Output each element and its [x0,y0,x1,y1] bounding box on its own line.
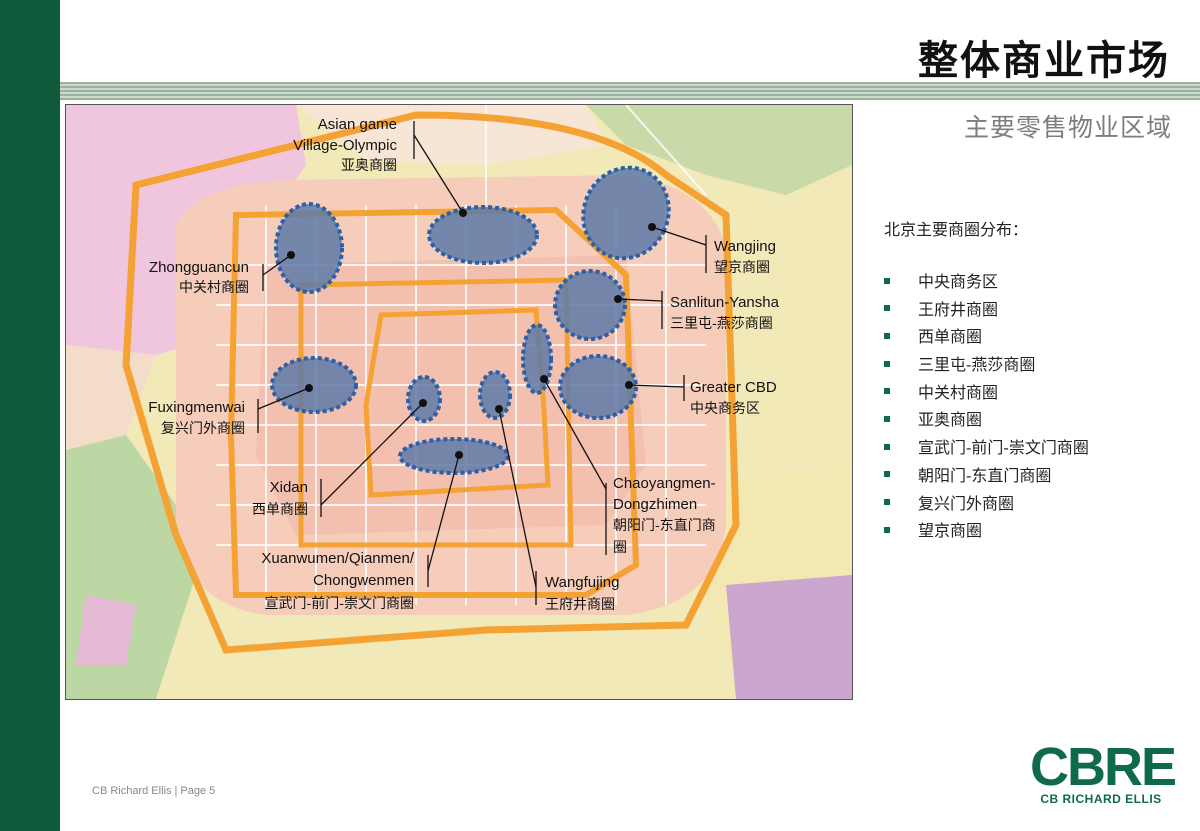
label-sanlitun: Sanlitun-Yansha [670,294,780,311]
square-bullet-icon [884,360,890,367]
region-pink-southwest [76,595,136,665]
label-greater-cbd-cn: 中央商务区 [690,401,760,417]
logo-subtext: CB RICHARD ELLIS [1040,792,1162,806]
list-item: 复兴门外商圈 [884,490,1089,518]
label-asian-game-line2: Village-Olympic [293,137,397,154]
list-item: 西单商圈 [884,323,1089,351]
label-chaoyangmen-cn-line1: 朝阳门-东直门商 [613,517,716,534]
label-sanlitun-cn: 三里屯-燕莎商圈 [670,316,773,332]
anchor-dots [287,209,656,459]
label-greater-cbd: Greater CBD [690,379,777,396]
page-title: 整体商业市场 [918,38,1170,84]
left-sidebar-bar [0,0,60,831]
label-xuanwumen-cn: 宣武门-前门-崇文门商圈 [265,595,414,612]
inner-ring-road [363,307,551,498]
district-zhongguancun [274,202,344,294]
cbre-logo: CBRE CB RICHARD ELLIS [1030,737,1177,806]
square-bullet-icon [884,499,890,505]
list-item: 宣武门-前门-崇文门商圈 [884,434,1089,462]
label-asian-game-cn: 亚奥商圈 [341,157,397,174]
district-wangfujing [478,370,512,420]
third-ring-road [227,206,640,598]
square-bullet-icon [884,415,890,422]
square-bullet-icon [884,388,890,395]
label-chaoyangmen-line1: Chaoyangmen- [613,475,716,492]
district-xidan [406,375,442,423]
title-divider [60,82,1200,100]
second-ring-road [298,277,574,548]
fourth-ring-road [122,111,740,654]
square-bullet-icon [884,526,890,533]
label-asian-game-line1: Asian game [318,116,397,133]
region-green-northeast [586,105,852,195]
label-wangfujing: Wangfujing [545,574,620,591]
label-xidan: Xidan [270,479,308,496]
square-bullet-icon [884,305,890,312]
map-canvas: Asian game Village-Olympic 亚奥商圈 Zhonggua… [66,105,852,699]
district-list: 中央商务区 王府井商圈 西单商圈 三里屯-燕莎商圈 中关村商圈 亚奥商圈 宣武门… [884,268,1089,545]
square-bullet-icon [884,277,890,284]
label-fuxingmenwai-cn: 复兴门外商圈 [161,420,245,437]
district-fuxingmenwai [270,356,358,414]
list-item: 朝阳门-东直门商圈 [884,462,1089,490]
list-item: 中央商务区 [884,268,1089,296]
label-xidan-cn: 西单商圈 [252,502,308,518]
label-fuxingmenwai: Fuxingmenwai [148,399,245,416]
ring-roads [122,111,740,654]
label-wangfujing-cn: 王府井商圈 [545,597,615,613]
page-subtitle: 主要零售物业区域 [963,113,1172,142]
square-bullet-icon [884,471,890,478]
retail-districts [270,165,671,475]
region-purple-southeast [726,575,852,699]
label-chaoyangmen-cn-line2: 圈 [613,540,627,556]
beijing-retail-map: Asian game Village-Olympic 亚奥商圈 Zhonggua… [65,104,853,700]
label-chaoyangmen-line2: Dongzhimen [613,496,697,513]
district-list-heading: 北京主要商圈分布： [884,220,1029,239]
square-bullet-icon [884,332,890,339]
label-wangjing: Wangjing [714,238,776,255]
district-xuanwumen [398,437,510,475]
square-bullet-icon [884,443,890,450]
region-peach-west [66,345,156,450]
list-item: 望京商圈 [884,517,1089,545]
list-item: 中关村商圈 [884,379,1089,407]
list-item: 三里屯-燕莎商圈 [884,351,1089,379]
logo-wordmark: CBRE [1030,737,1177,797]
list-item: 亚奥商圈 [884,406,1089,434]
label-zhongguancun: Zhongguancun [149,259,249,276]
label-wangjing-cn: 望京商圈 [714,260,770,276]
list-item: 王府井商圈 [884,296,1089,324]
district-greater-cbd [558,354,638,420]
label-xuanwumen-line1: Xuanwumen/Qianmen/ [261,550,414,567]
label-xuanwumen-line2: Chongwenmen [313,572,414,589]
label-zhongguancun-cn: 中关村商圈 [179,280,249,296]
district-sanlitun [553,269,627,341]
leader-lines [257,121,707,605]
page-footer: CB Richard Ellis | Page 5 [92,785,216,797]
district-asian-game [427,205,539,265]
